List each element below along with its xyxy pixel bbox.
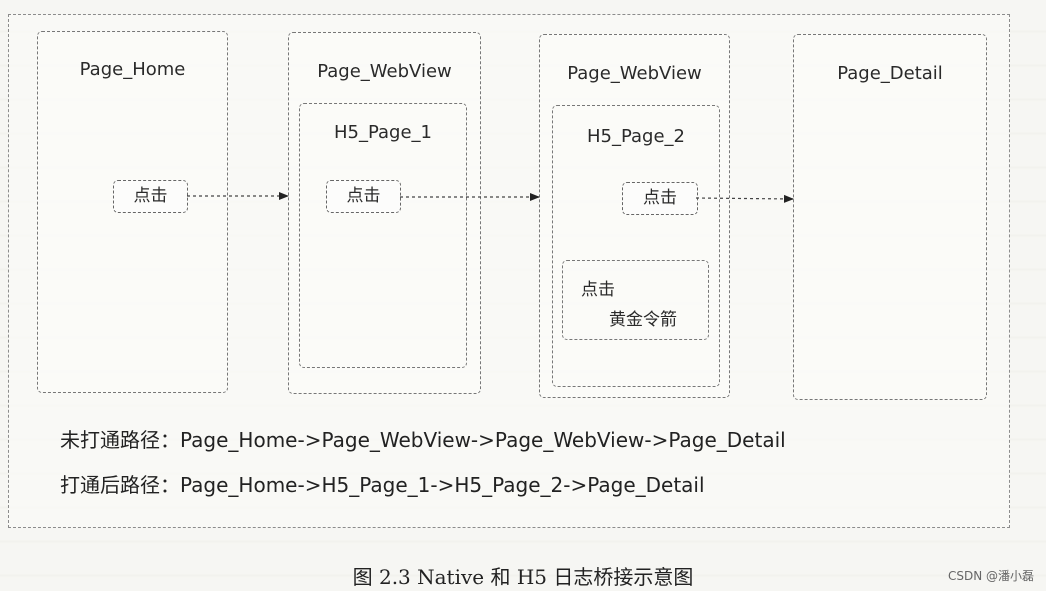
page-webview-2-title: Page_WebView xyxy=(567,63,702,84)
h5-page-1-box: H5_Page_1 点击 xyxy=(299,103,467,368)
page-webview-1-box: Page_WebView H5_Page_1 点击 xyxy=(288,32,481,394)
h5-page-1-click-button: 点击 xyxy=(326,180,401,213)
page-home-title: Page_Home xyxy=(79,59,186,80)
page-webview-1-title: Page_WebView xyxy=(317,61,452,82)
golden-arrow-box: 点击 黄金令箭 xyxy=(562,260,709,340)
golden-arrow-click-label: 点击 xyxy=(581,280,615,300)
h5-page-2-title: H5_Page_2 xyxy=(586,126,685,147)
page-home-click-button: 点击 xyxy=(113,180,188,213)
h5-page-1-title: H5_Page_1 xyxy=(333,122,432,143)
golden-arrow-label: 黄金令箭 xyxy=(609,310,677,330)
connected-path-text: 打通后路径：Page_Home->H5_Page_1->H5_Page_2->P… xyxy=(60,473,705,497)
csdn-watermark: CSDN @潘小磊 xyxy=(947,569,1034,583)
page-webview-2-box: Page_WebView H5_Page_2 点击 点击 黄金令箭 xyxy=(539,34,730,398)
page-detail-box: Page_Detail xyxy=(793,34,987,400)
arrow-h5-2-to-detail xyxy=(695,194,794,203)
unconnected-path-text: 未打通路径：Page_Home->Page_WebView->Page_WebV… xyxy=(60,428,786,452)
page-home-box: Page_Home 点击 xyxy=(37,31,228,393)
figure-caption: 图 2.3 Native 和 H5 日志桥接示意图 xyxy=(352,565,694,589)
page-detail-title: Page_Detail xyxy=(837,63,943,84)
